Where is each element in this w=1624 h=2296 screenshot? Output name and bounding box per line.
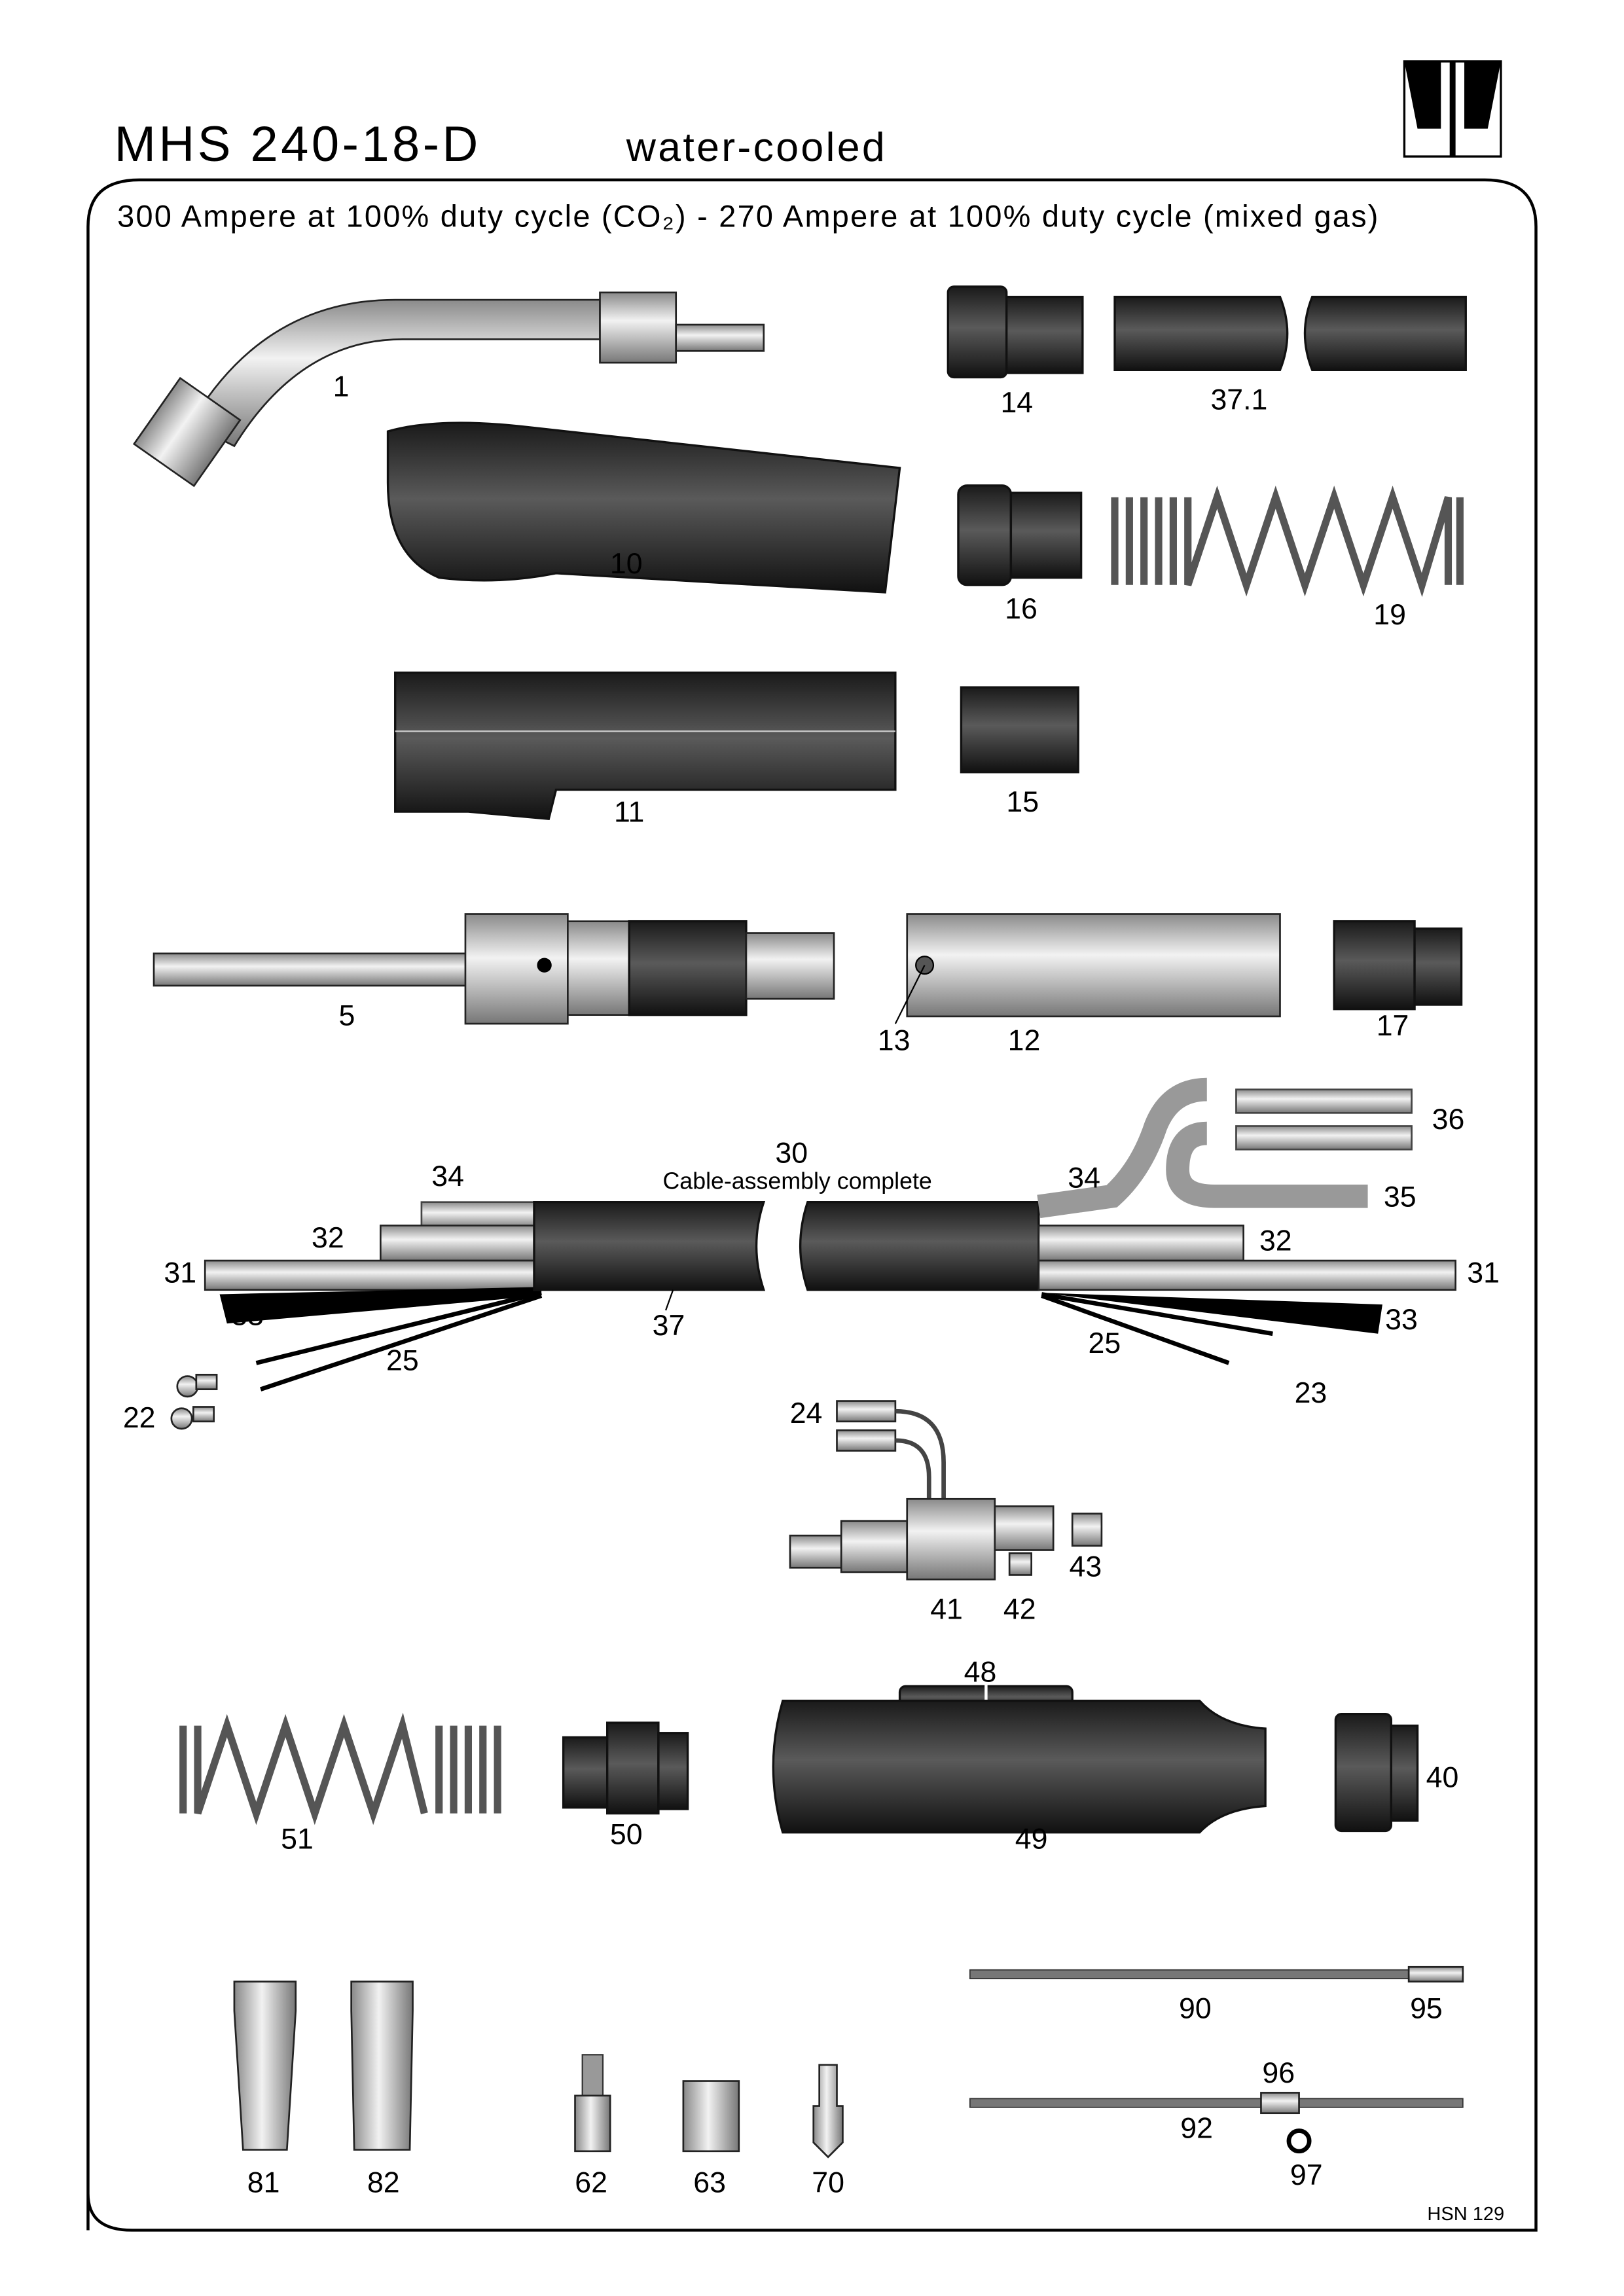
label-32-left: 32 bbox=[312, 1222, 344, 1254]
label-42: 42 bbox=[1003, 1593, 1036, 1625]
part-95-liner-end bbox=[1407, 1965, 1464, 1982]
part-81-gas-nozzle bbox=[233, 1981, 297, 2151]
part-49-housing bbox=[772, 1681, 1267, 1834]
label-13: 13 bbox=[878, 1024, 911, 1056]
label-31-left: 31 bbox=[164, 1257, 196, 1289]
label-34-right: 34 bbox=[1068, 1162, 1100, 1194]
part-19-spring bbox=[1111, 486, 1464, 598]
part-12-tube bbox=[906, 913, 1281, 1018]
part-96-clamp bbox=[1260, 2092, 1300, 2115]
label-11: 11 bbox=[614, 797, 644, 829]
cooling-type: water-cooled bbox=[626, 124, 887, 170]
label-37-1: 37.1 bbox=[1210, 384, 1267, 416]
label-96: 96 bbox=[1262, 2057, 1295, 2089]
part-16-nut bbox=[957, 484, 1083, 586]
part-63-gas-diffuser bbox=[682, 2080, 740, 2153]
part-41-central-connector bbox=[789, 1400, 1103, 1581]
label-15: 15 bbox=[1006, 786, 1039, 818]
part-97-o-ring bbox=[1286, 2128, 1312, 2154]
label-19: 19 bbox=[1373, 599, 1406, 631]
label-36: 36 bbox=[1432, 1103, 1465, 1136]
label-1: 1 bbox=[333, 371, 350, 403]
cable-assembly-label: Cable-assembly complete bbox=[662, 1168, 931, 1194]
label-34-left: 34 bbox=[431, 1160, 464, 1193]
label-32-right: 32 bbox=[1259, 1225, 1292, 1257]
label-48: 48 bbox=[964, 1657, 997, 1689]
label-25-left: 25 bbox=[386, 1345, 419, 1377]
label-97: 97 bbox=[1290, 2159, 1323, 2191]
label-37: 37 bbox=[653, 1310, 685, 1342]
part-5-torch-body bbox=[153, 913, 835, 1025]
label-17: 17 bbox=[1377, 1010, 1409, 1042]
part-14-bushing bbox=[947, 285, 1084, 379]
part-40-end-cap bbox=[1334, 1713, 1419, 1833]
label-41: 41 bbox=[930, 1593, 963, 1625]
part-62-tip-holder bbox=[574, 2054, 611, 2153]
part-17-end-nut bbox=[1333, 920, 1463, 1011]
part-10-handle-shell bbox=[386, 422, 901, 594]
part-82-gas-nozzle bbox=[350, 1981, 414, 2151]
model-title: MHS 240-18-D bbox=[115, 117, 481, 172]
label-63: 63 bbox=[693, 2166, 726, 2198]
part-15-nut bbox=[960, 686, 1079, 774]
part-37-1-sleeve bbox=[1113, 295, 1467, 371]
label-35: 35 bbox=[1384, 1181, 1416, 1213]
label-92: 92 bbox=[1180, 2113, 1213, 2145]
label-62: 62 bbox=[575, 2166, 607, 2198]
spec-line: 300 Ampere at 100% duty cycle (CO₂) - 27… bbox=[117, 199, 1379, 233]
part-90-liner bbox=[969, 1969, 1410, 1980]
label-5: 5 bbox=[339, 999, 355, 1031]
label-81: 81 bbox=[247, 2166, 280, 2198]
part-11-handle-shell bbox=[394, 672, 897, 821]
label-90: 90 bbox=[1179, 1992, 1212, 2024]
label-14: 14 bbox=[1000, 387, 1033, 419]
part-50-nut bbox=[562, 1721, 689, 1815]
label-23: 23 bbox=[1295, 1377, 1327, 1409]
label-22: 22 bbox=[123, 1402, 156, 1434]
label-95: 95 bbox=[1410, 1992, 1443, 2024]
part-30-cable-assembly bbox=[170, 1077, 1456, 1430]
label-50: 50 bbox=[610, 1819, 643, 1851]
content-frame bbox=[86, 178, 1538, 2232]
label-51: 51 bbox=[281, 1823, 314, 1855]
logo-icon bbox=[1403, 60, 1502, 158]
label-12: 12 bbox=[1008, 1024, 1041, 1056]
label-30: 30 bbox=[775, 1137, 808, 1169]
label-25-right: 25 bbox=[1089, 1327, 1121, 1359]
label-16: 16 bbox=[1005, 593, 1038, 625]
part-92-liner bbox=[969, 2098, 1464, 2108]
label-10: 10 bbox=[610, 548, 643, 580]
document-code: HSN 129 bbox=[1427, 2204, 1504, 2225]
label-70: 70 bbox=[812, 2166, 844, 2198]
label-82: 82 bbox=[367, 2166, 400, 2198]
part-1-swan-neck bbox=[132, 291, 765, 488]
label-49: 49 bbox=[1015, 1823, 1048, 1855]
label-40: 40 bbox=[1426, 1761, 1459, 1793]
label-24: 24 bbox=[790, 1397, 823, 1429]
part-70-contact-tip bbox=[812, 2064, 844, 2159]
label-33-left: 33 bbox=[231, 1299, 264, 1331]
label-43: 43 bbox=[1069, 1551, 1102, 1583]
label-31-right: 31 bbox=[1467, 1257, 1500, 1289]
part-51-spring bbox=[179, 1712, 501, 1825]
label-33-right: 33 bbox=[1385, 1304, 1418, 1336]
